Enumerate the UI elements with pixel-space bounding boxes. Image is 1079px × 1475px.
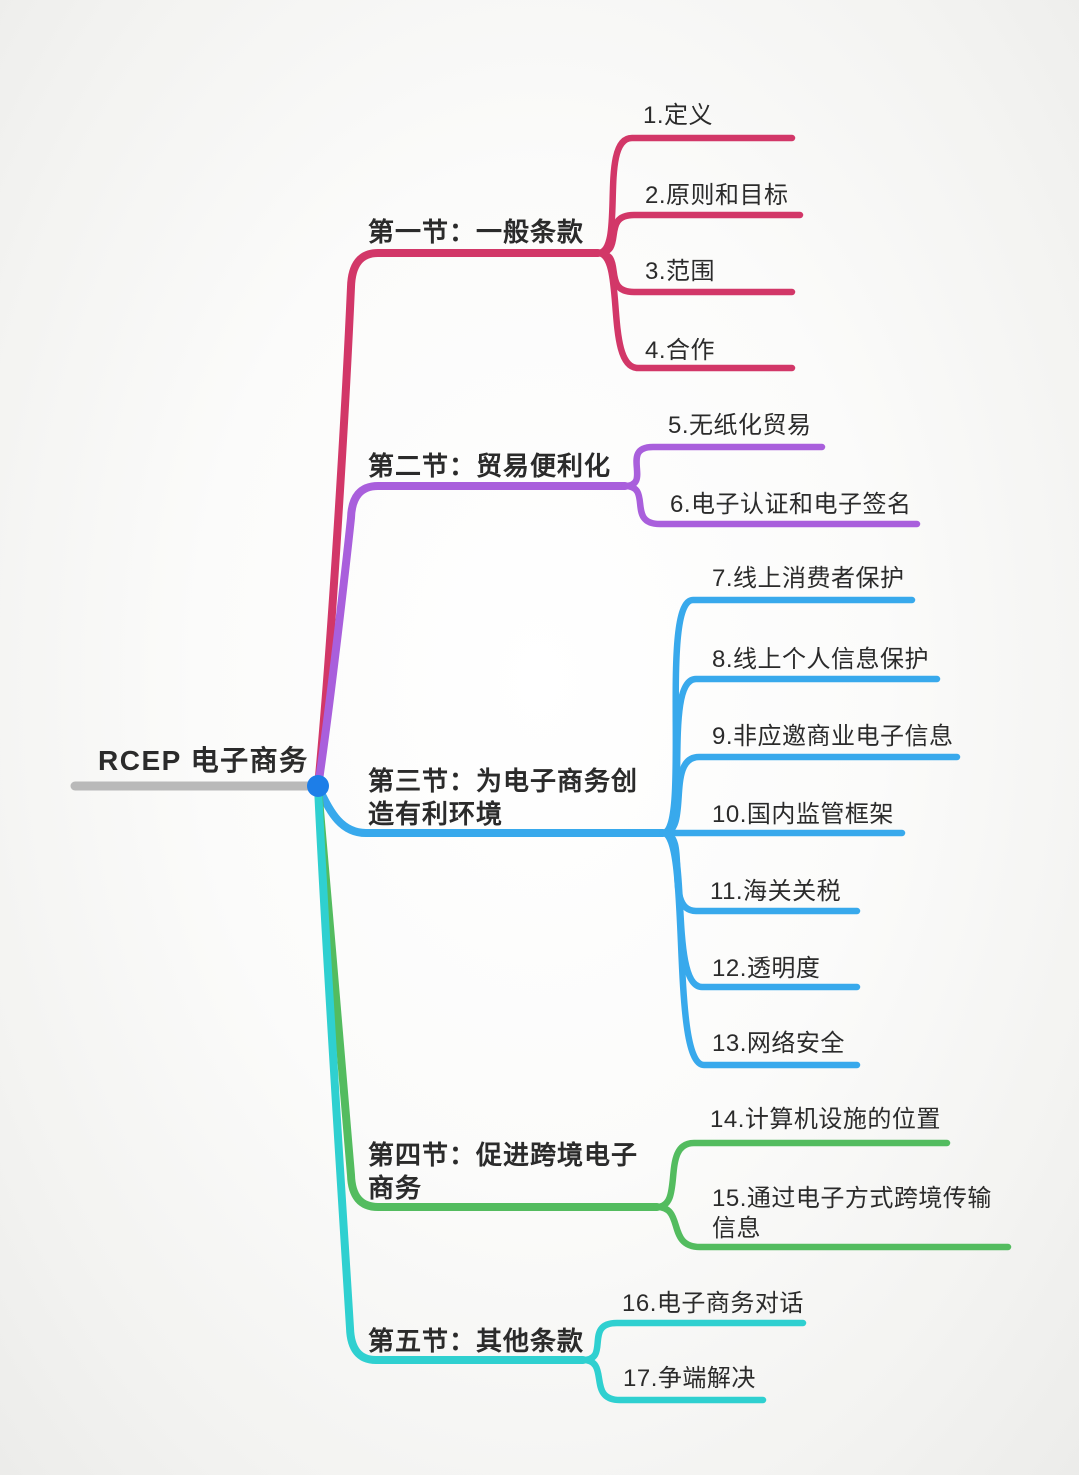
branch-label-5: 第五节：其他条款 xyxy=(368,1325,584,1358)
child-label-3-5: 11.海关关税 xyxy=(710,877,841,907)
child-line-4-1 xyxy=(653,1139,951,1211)
child-label-4-2: 15.通过电子方式跨境传输信息 xyxy=(712,1184,992,1244)
child-label-4-2-line-2: 信息 xyxy=(712,1215,761,1242)
branch-label-5-line-1: 第五节：其他条款 xyxy=(368,1326,585,1356)
child-label-2-1: 5.无纸化贸易 xyxy=(668,411,812,441)
root-dot xyxy=(307,775,329,797)
child-line-3-7 xyxy=(659,829,861,1069)
branch-label-3-line-2: 造有利环境 xyxy=(368,799,504,829)
child-label-1-4-line-1: 4.合作 xyxy=(645,337,716,364)
child-line-4-2 xyxy=(653,1203,1012,1251)
child-label-4-1: 14.计算机设施的位置 xyxy=(710,1105,941,1135)
child-line-1-4 xyxy=(594,249,796,372)
branch-line-2 xyxy=(314,482,629,791)
branch-label-2-line-1: 第二节：贸易便利化 xyxy=(368,451,612,481)
branch-label-4-line-1: 第四节：促进跨境电子 xyxy=(368,1140,639,1170)
branch-label-1-line-1: 第一节：一般条款 xyxy=(368,217,585,247)
child-line-5-2 xyxy=(579,1356,767,1404)
child-label-4-1-line-1: 14.计算机设施的位置 xyxy=(710,1106,941,1133)
child-label-1-1: 1.定义 xyxy=(643,101,713,131)
child-label-3-1: 7.线上消费者保护 xyxy=(712,564,905,594)
child-label-3-6-line-1: 12.透明度 xyxy=(712,955,821,982)
child-label-2-2: 6.电子认证和电子签名 xyxy=(670,490,912,520)
child-label-1-2-line-1: 2.原则和目标 xyxy=(645,182,789,209)
child-label-1-2: 2.原则和目标 xyxy=(645,181,789,211)
branch-label-4-line-2: 商务 xyxy=(368,1173,423,1203)
branch-label-2: 第二节：贸易便利化 xyxy=(368,450,611,483)
branch-label-4: 第四节：促进跨境电子商务 xyxy=(368,1139,638,1205)
child-line-1-2 xyxy=(594,211,804,257)
child-label-1-3-line-1: 3.范围 xyxy=(645,258,716,285)
child-label-1-1-line-1: 1.定义 xyxy=(643,102,714,129)
child-label-3-3: 9.非应邀商业电子信息 xyxy=(712,722,954,752)
child-label-3-7: 13.网络安全 xyxy=(712,1029,845,1059)
child-label-5-1-line-1: 16.电子商务对话 xyxy=(622,1290,804,1317)
child-label-3-6: 12.透明度 xyxy=(712,954,820,984)
child-label-4-2-line-1: 15.通过电子方式跨境传输 xyxy=(712,1185,992,1212)
child-label-3-5-line-1: 11.海关关税 xyxy=(710,878,842,905)
child-label-3-2-line-1: 8.线上个人信息保护 xyxy=(712,646,930,673)
branch-label-3: 第三节：为电子商务创造有利环境 xyxy=(368,765,638,831)
root-node-text: RCEP 电子商务 xyxy=(98,745,309,776)
branch-label-1: 第一节：一般条款 xyxy=(368,216,584,249)
child-label-2-1-line-1: 5.无纸化贸易 xyxy=(668,412,812,439)
child-line-2-2 xyxy=(621,482,921,528)
child-label-3-3-line-1: 9.非应邀商业电子信息 xyxy=(712,723,954,750)
child-label-3-1-line-1: 7.线上消费者保护 xyxy=(712,565,905,592)
child-label-3-4-line-1: 10.国内监管框架 xyxy=(712,801,894,828)
child-label-3-7-line-1: 13.网络安全 xyxy=(712,1030,845,1057)
branch-line-5 xyxy=(314,783,587,1364)
branch-line-1 xyxy=(314,249,602,791)
branch-label-3-line-1: 第三节：为电子商务创 xyxy=(368,766,639,796)
child-label-5-2-line-1: 17.争端解决 xyxy=(623,1365,756,1392)
child-label-5-2: 17.争端解决 xyxy=(623,1364,756,1394)
child-line-3-3 xyxy=(659,753,961,837)
child-line-5-1 xyxy=(579,1319,807,1364)
child-label-2-2-line-1: 6.电子认证和电子签名 xyxy=(670,491,912,518)
child-label-1-3: 3.范围 xyxy=(645,257,715,287)
root-node-label: RCEP 电子商务 xyxy=(98,744,309,778)
child-label-5-1: 16.电子商务对话 xyxy=(622,1289,804,1319)
child-label-1-4: 4.合作 xyxy=(645,336,715,366)
child-label-3-4: 10.国内监管框架 xyxy=(712,800,894,830)
child-label-3-2: 8.线上个人信息保护 xyxy=(712,645,929,675)
child-line-2-1 xyxy=(621,443,826,490)
child-line-3-1 xyxy=(659,596,916,837)
